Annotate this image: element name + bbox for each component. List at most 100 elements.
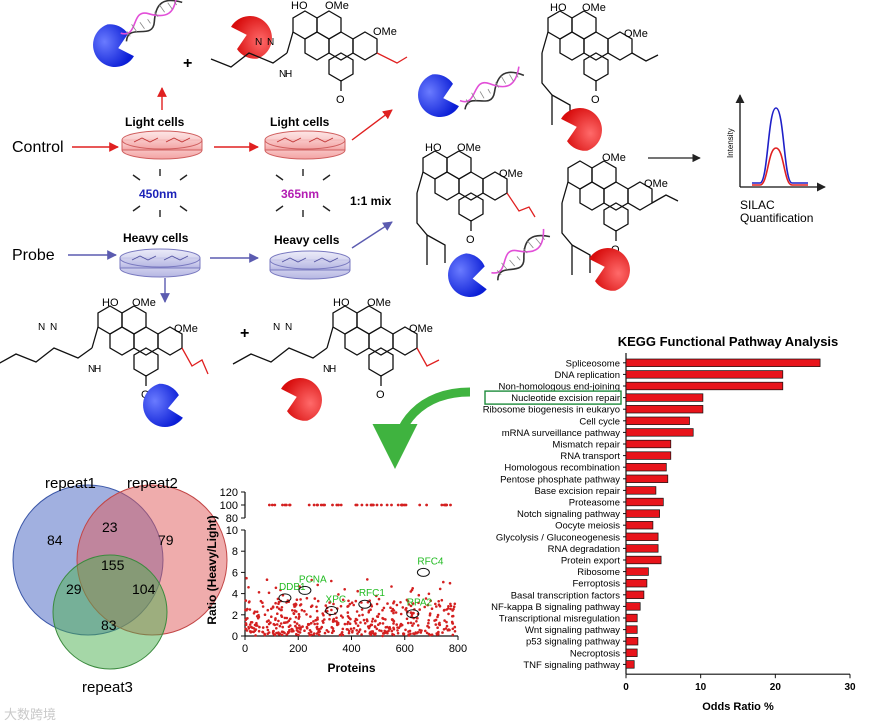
scatter-point: [245, 629, 249, 632]
scatter-point: [308, 634, 312, 637]
svg-text:OMe: OMe: [409, 323, 433, 335]
scatter-point: [267, 622, 271, 626]
venn-count-only2: 79: [158, 532, 174, 548]
scatter-point: [330, 608, 333, 612]
kegg-category-label: Basal transcription factors: [511, 590, 621, 601]
scatter-point: [252, 627, 256, 630]
scatter-point: [298, 624, 301, 627]
scatter-point: [419, 631, 423, 634]
scatter-point: [274, 586, 278, 590]
scatter-point-high: [331, 503, 334, 507]
scatter-point: [424, 629, 427, 633]
scatter-point: [366, 578, 369, 581]
svg-text:H: H: [94, 364, 101, 375]
kegg-category-label: Proteasome: [569, 498, 620, 509]
scatter-point: [300, 608, 304, 612]
scatter-point: [448, 628, 451, 632]
scatter-point: [283, 616, 287, 620]
scatter-point: [369, 608, 372, 611]
scatter-point: [298, 615, 301, 618]
scatter-point: [370, 620, 374, 623]
scatter-point: [346, 622, 349, 626]
scatter-point: [408, 629, 412, 633]
scatter-point: [279, 588, 282, 592]
scatter-point: [392, 611, 395, 615]
probe-molecule-right-top: HO OMe OMe O: [541, 2, 659, 125]
scatter-point: [437, 603, 441, 606]
scatter-point: [391, 632, 394, 636]
scatter-point: [385, 625, 389, 629]
kegg-bar: [625, 474, 669, 483]
scatter-point: [377, 612, 381, 616]
svg-text:O: O: [466, 234, 475, 246]
scatter-point: [449, 604, 453, 608]
svg-text:OMe: OMe: [602, 152, 626, 164]
scatter-point: [355, 618, 359, 622]
kegg-bar: [625, 381, 784, 391]
svg-text:N: N: [285, 322, 292, 333]
scatter-point: [297, 612, 301, 616]
scatter-point: [298, 585, 301, 588]
scatter-point: [255, 624, 259, 627]
scatter-point: [271, 630, 275, 633]
scatter-point: [414, 631, 418, 634]
heavy-cells-label-1: Heavy cells: [123, 231, 189, 245]
scatter-point: [409, 621, 413, 625]
svg-text:OMe: OMe: [457, 142, 481, 154]
kegg-category-label: Transcriptional misregulation: [499, 614, 620, 625]
scatter-point: [280, 608, 283, 612]
scatter-point: [277, 607, 281, 611]
scatter-point: [316, 622, 319, 626]
scatter-point: [287, 619, 291, 622]
scatter-point: [313, 597, 317, 600]
svg-text:HO: HO: [333, 297, 350, 309]
svg-text:OMe: OMe: [582, 2, 606, 14]
kegg-bar: [625, 660, 635, 669]
scatter-point: [357, 630, 361, 633]
uv-450-label: 450nm: [139, 187, 177, 201]
scatter-point: [376, 615, 380, 618]
kegg-xlabel: Odds Ratio %: [702, 701, 774, 713]
scatter-point-high: [335, 503, 339, 507]
svg-text:N: N: [255, 37, 262, 48]
scatter-point-high: [403, 503, 406, 507]
scatter-point: [341, 598, 345, 602]
scatter-point: [274, 617, 277, 620]
scatter-point: [428, 614, 432, 617]
scatter-point: [274, 601, 277, 605]
scatter-point-high: [385, 503, 389, 507]
arrow-to-mix: [351, 221, 393, 249]
scatter-point-high: [285, 503, 288, 507]
kegg-bar: [625, 358, 821, 367]
scatter-point: [390, 609, 394, 613]
probe-label: Probe: [12, 247, 55, 264]
scatter-point: [409, 604, 413, 608]
uv-burst-365: [275, 169, 331, 217]
scatter-point: [275, 623, 279, 626]
kegg-category-label: Oocyte meiosis: [555, 521, 620, 532]
kegg-bar: [625, 521, 654, 530]
scatter-point: [305, 596, 309, 600]
scatter-point: [354, 599, 358, 603]
scatter-point: [286, 630, 290, 634]
scatter-point: [288, 628, 291, 632]
scatter-point: [347, 631, 351, 635]
scatter-point: [447, 605, 450, 608]
scatter-point: [307, 632, 311, 635]
kegg-category-label: Pentose phosphate pathway: [500, 474, 620, 485]
scatter-point: [276, 612, 279, 615]
scatter-point: [316, 616, 319, 619]
scatter-point: [407, 633, 410, 636]
scatter-point: [371, 617, 375, 621]
scatter-point-high: [354, 503, 358, 507]
scatter-point: [299, 598, 302, 601]
kegg-category-label: RNA transport: [560, 451, 620, 462]
kegg-category-label: Cell cycle: [579, 416, 620, 427]
scatter-xtick-label: 200: [289, 643, 307, 655]
scatter-point: [297, 633, 300, 637]
kegg-bar: [625, 590, 645, 599]
scatter-point: [263, 633, 267, 637]
scatter-annotation-label: RFC4: [417, 556, 444, 567]
scatter-point: [306, 622, 310, 626]
